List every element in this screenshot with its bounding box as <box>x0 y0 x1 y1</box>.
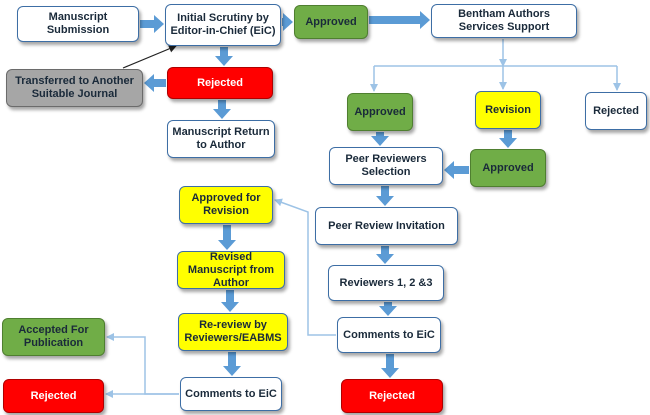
arrow-selection-to-invitation <box>376 186 394 206</box>
initial-scrutiny-label: Initial Scrutiny by Editor-in-Chief (EiC… <box>170 12 276 37</box>
initial-scrutiny-box: Initial Scrutiny by Editor-in-Chief (EiC… <box>165 4 281 46</box>
approved-top-box: Approved <box>294 5 368 39</box>
rejected-branch-box: Rejected <box>585 92 647 130</box>
arrow-revised-to-rereview <box>221 290 239 312</box>
bentham-support-box: Bentham Authors Services Support <box>431 4 577 38</box>
approved-branch-box: Approved <box>347 93 413 131</box>
arrow-revision-to-approved <box>499 130 517 148</box>
arrow-invitation-to-reviewers <box>376 246 394 264</box>
approved-top-label: Approved <box>305 15 357 28</box>
arrow-comments-to-accepted <box>106 333 179 395</box>
rejected-top-label: Rejected <box>197 76 243 89</box>
arrow-approved-to-selection <box>371 132 389 146</box>
arrow-approved-to-bentham <box>369 11 430 29</box>
manuscript-submission-box: Manuscript Submission <box>17 6 139 42</box>
approved-branch-label: Approved <box>354 105 406 118</box>
comments-eic-right-label: Comments to EiC <box>343 328 435 341</box>
comments-eic-left-box: Comments to EiC <box>180 377 282 411</box>
manuscript-return-box: Manuscript Return to Author <box>167 120 275 158</box>
reviewers-label: Reviewers 1, 2 &3 <box>339 276 433 289</box>
arrow-rereview-to-comments <box>223 352 241 376</box>
rejected-bottom-left-label: Rejected <box>30 389 77 402</box>
transferred-box: Transferred to Another Suitable Journal <box>6 69 143 107</box>
reviewers-box: Reviewers 1, 2 &3 <box>328 265 444 301</box>
arrow-scrutiny-to-approved <box>282 13 293 31</box>
arrow-afr-to-revised <box>218 225 236 250</box>
peer-review-invitation-label: Peer Review Invitation <box>328 219 445 232</box>
peer-reviewers-selection-box: Peer Reviewers Selection <box>329 147 443 185</box>
rejected-branch-label: Rejected <box>593 104 639 117</box>
arrow-comments-to-approved-for-revision <box>274 198 336 336</box>
rejected-top-box: Rejected <box>167 67 273 99</box>
revision-branch-label: Revision <box>485 103 531 116</box>
peer-reviewers-selection-label: Peer Reviewers Selection <box>345 153 427 178</box>
peer-review-invitation-box: Peer Review Invitation <box>315 207 458 245</box>
revision-branch-box: Revision <box>475 91 541 129</box>
transferred-label: Transferred to Another Suitable Journal <box>15 75 134 100</box>
revised-manuscript-label: Revised Manuscript from Author <box>187 250 275 289</box>
rejected-bottom-left-box: Rejected <box>3 379 104 413</box>
manuscript-return-label: Manuscript Return to Author <box>172 126 270 151</box>
arrow-comments-to-rejected <box>381 354 399 378</box>
revised-manuscript-box: Revised Manuscript from Author <box>177 251 285 289</box>
approved-after-revision-box: Approved <box>470 149 546 187</box>
manuscript-submission-label: Manuscript Submission <box>46 11 110 36</box>
bentham-support-label: Bentham Authors Services Support <box>458 8 550 33</box>
arrow-approved-to-selection-side <box>444 161 469 179</box>
approved-for-revision-box: Approved for Revision <box>179 186 273 224</box>
approved-for-revision-label: Approved for Revision <box>191 192 261 217</box>
re-review-label: Re-review by Reviewers/EABMS <box>184 319 282 344</box>
approved-after-revision-label: Approved <box>482 161 534 174</box>
rejected-bottom-right-label: Rejected <box>369 389 415 402</box>
arrow-transferred-to-scrutiny <box>122 44 177 69</box>
accepted-for-publication-box: Accepted For Publication <box>2 318 105 356</box>
comments-eic-left-label: Comments to EiC <box>185 387 277 400</box>
accepted-for-publication-label: Accepted For Publication <box>18 324 89 349</box>
arrow-submission-to-scrutiny <box>140 15 164 33</box>
arrow-rejected-to-return <box>213 100 231 119</box>
arrow-rejected-to-transferred <box>144 74 166 92</box>
arrow-reviewers-to-comments <box>379 302 397 316</box>
rejected-bottom-right-box: Rejected <box>341 379 443 413</box>
re-review-box: Re-review by Reviewers/EABMS <box>178 313 288 351</box>
comments-eic-right-box: Comments to EiC <box>337 317 441 353</box>
arrow-scrutiny-to-rejected <box>215 47 233 66</box>
